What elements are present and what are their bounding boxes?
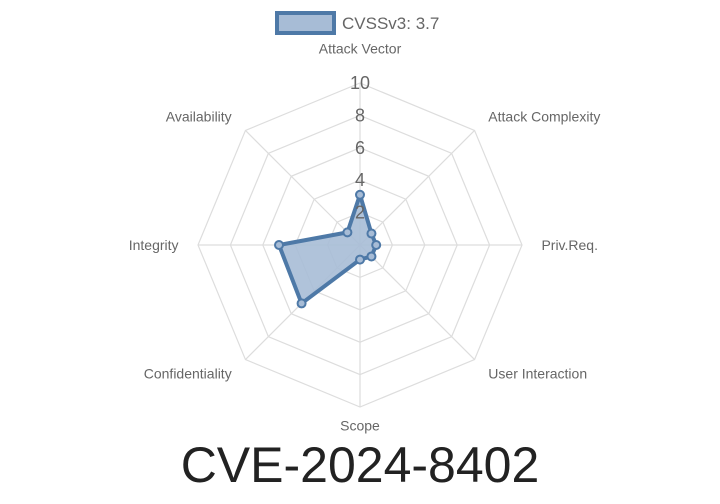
legend-label: CVSSv3: 3.7 xyxy=(342,14,439,33)
axis-line xyxy=(359,130,475,246)
axis-label: Scope xyxy=(340,417,380,433)
axis-line xyxy=(359,244,475,360)
data-point[interactable] xyxy=(371,240,382,250)
tick-label: 4 xyxy=(355,170,365,190)
axis-label: Attack Vector xyxy=(319,41,402,57)
axis-label: Availability xyxy=(166,109,232,125)
tick-label: 2 xyxy=(355,203,365,223)
axis-label: Attack Complexity xyxy=(488,109,600,125)
data-point[interactable] xyxy=(342,227,353,238)
axis-label: Priv.Req. xyxy=(541,237,598,253)
data-point[interactable] xyxy=(366,228,377,239)
tick-label: 8 xyxy=(355,105,365,125)
cve-title: CVE-2024-8402 xyxy=(180,437,540,493)
legend[interactable]: CVSSv3: 3.7 xyxy=(275,11,439,35)
tick-label: 6 xyxy=(355,138,365,158)
axis-line xyxy=(245,130,361,246)
data-point[interactable] xyxy=(274,240,284,250)
axis-label: Integrity xyxy=(129,237,179,253)
axis-label: Confidentiality xyxy=(144,365,232,381)
axis-label: User Interaction xyxy=(488,365,587,381)
data-point[interactable] xyxy=(296,298,307,309)
tick-label: 10 xyxy=(350,73,370,93)
data-point[interactable] xyxy=(355,189,365,200)
legend-swatch xyxy=(275,11,336,35)
data-point[interactable] xyxy=(366,251,377,262)
data-point[interactable] xyxy=(355,254,365,265)
